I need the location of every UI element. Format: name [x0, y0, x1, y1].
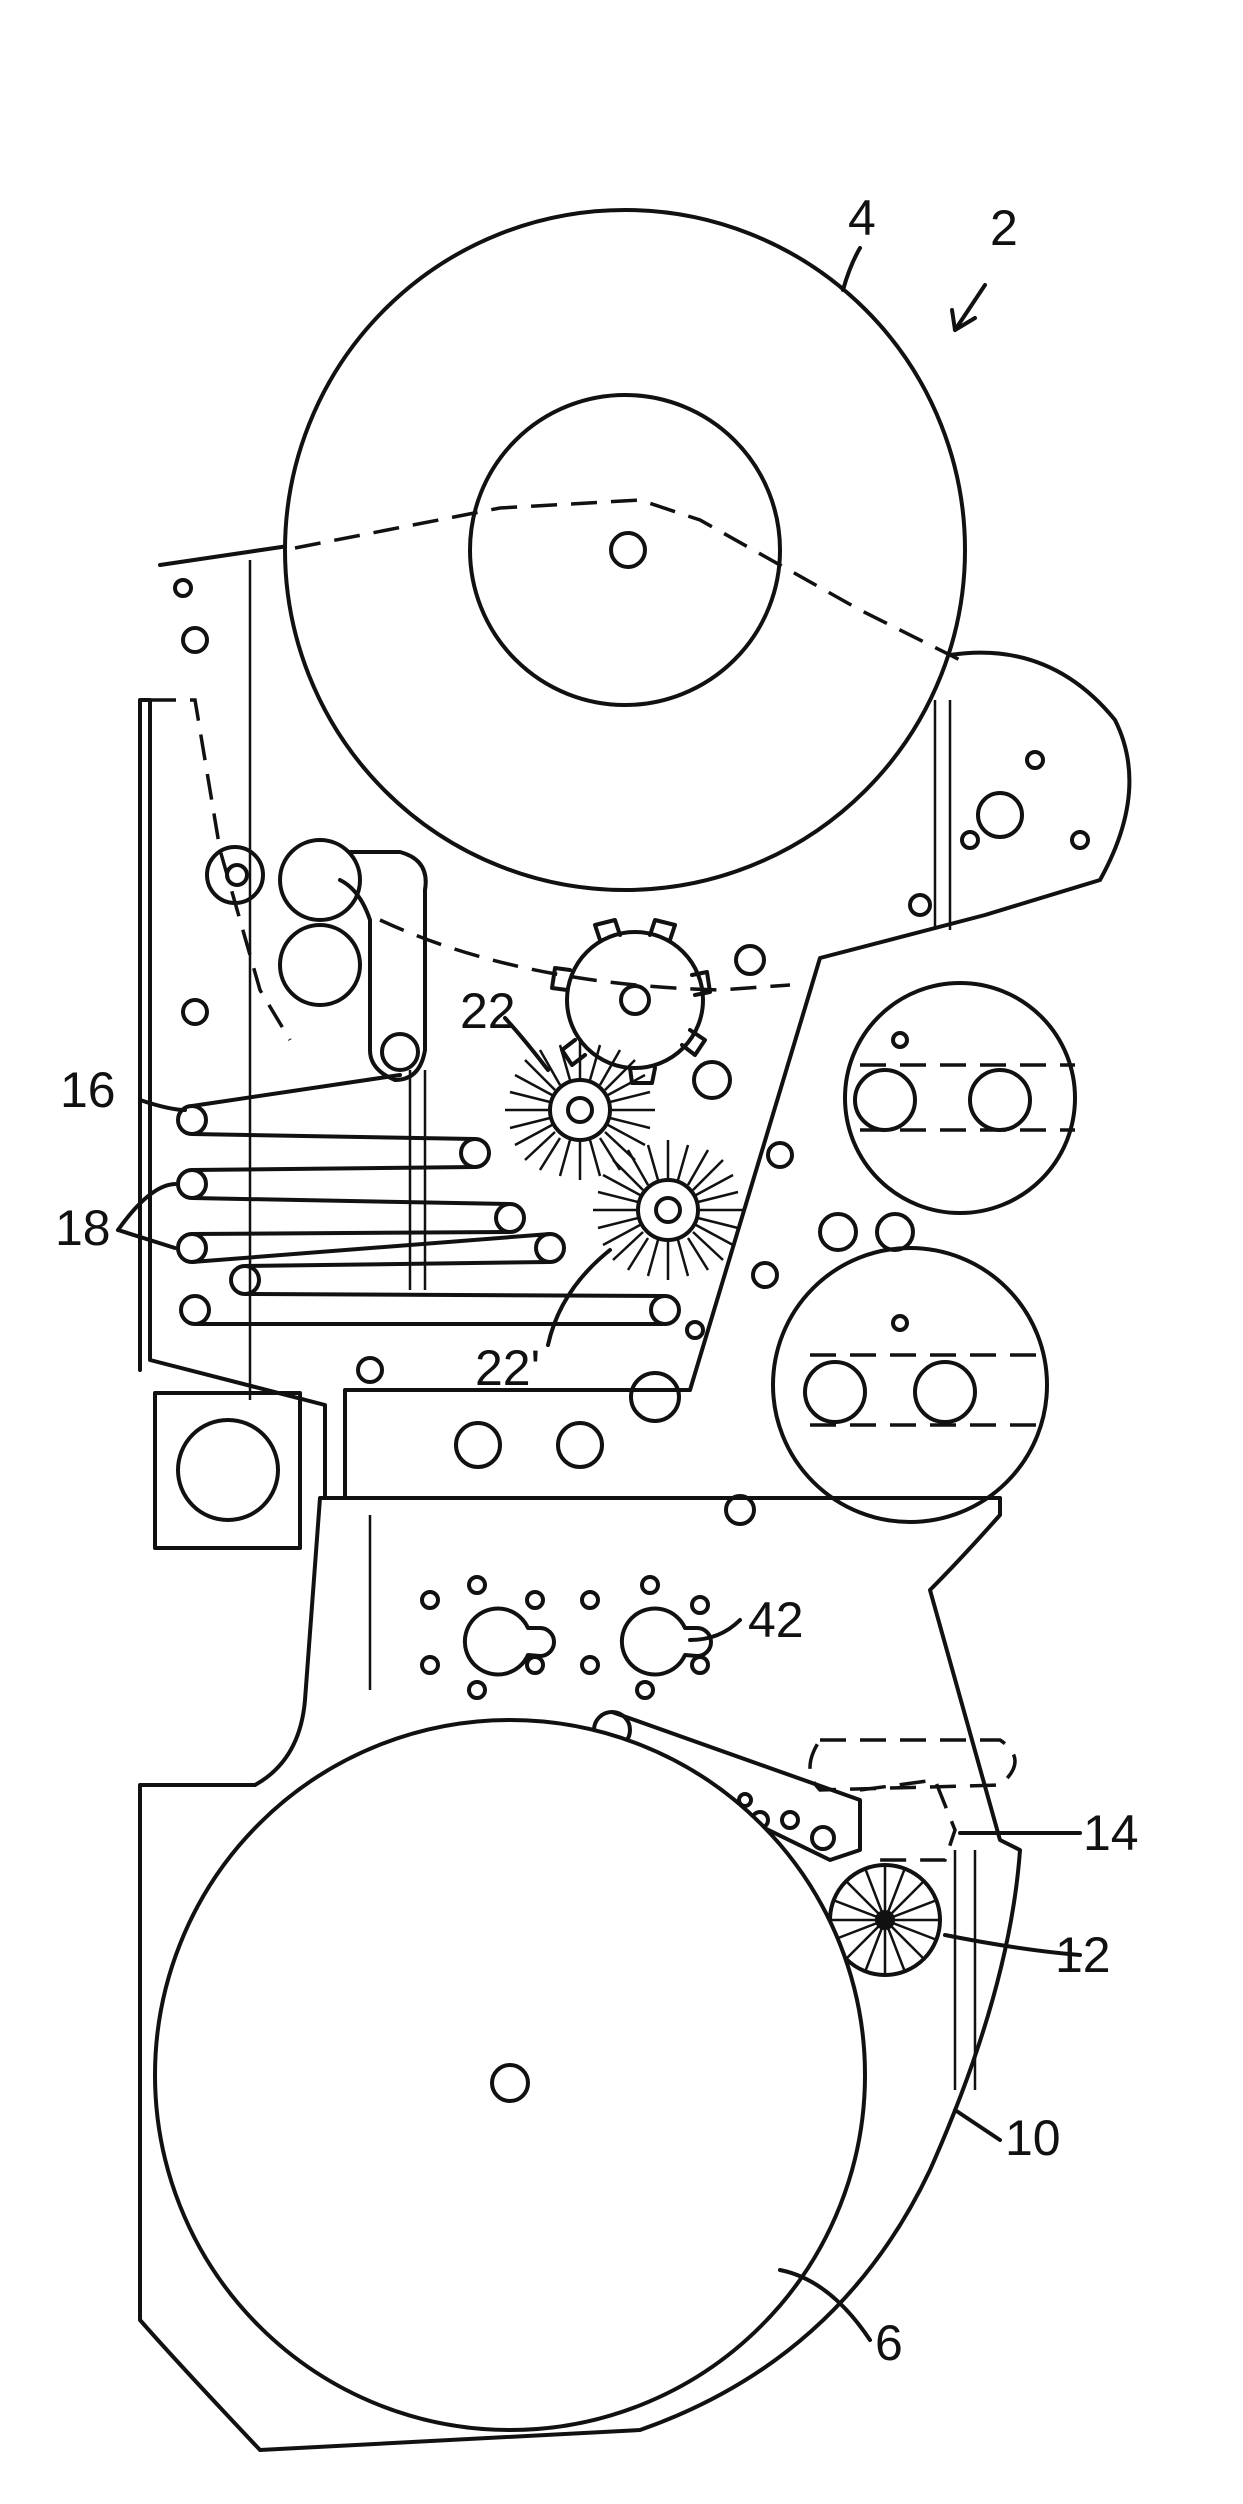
label-brush: 22	[460, 983, 516, 1039]
hole-pattern-right	[582, 1577, 711, 1698]
drive-hole	[970, 1070, 1030, 1130]
idler	[820, 1214, 856, 1250]
guide-outline-dashed	[860, 1780, 955, 1860]
upper-reel	[285, 210, 965, 890]
drive-wheel-upper	[845, 983, 1075, 1213]
idler	[877, 1214, 913, 1250]
drive-link-dashed	[860, 1065, 1075, 1130]
roller-axle	[227, 865, 247, 885]
gear-wheel	[552, 920, 710, 1083]
drive-hole	[805, 1362, 865, 1422]
hole-pattern-left	[422, 1577, 554, 1698]
drive-wheel-lower	[773, 1248, 1047, 1522]
label-holes: 42	[748, 1592, 804, 1648]
guide-roller	[207, 847, 263, 903]
motor-circle	[178, 1420, 278, 1520]
arm-pivot	[382, 1034, 418, 1070]
label-apparatus: 2	[990, 200, 1018, 256]
label-rollers: 18	[55, 1200, 111, 1256]
label-brush-prime: 22'	[475, 1340, 540, 1396]
label-plate: 16	[60, 1062, 116, 1118]
drive-hole	[915, 1362, 975, 1422]
nip-roller	[280, 925, 360, 1005]
label-lower-reel: 6	[875, 2315, 903, 2371]
brush-22-prime	[593, 1140, 743, 1280]
label-guide: 14	[1083, 1805, 1139, 1861]
festoon-rollers	[178, 1075, 679, 1324]
label-housing: 10	[1005, 2110, 1061, 2166]
label-brush-roller: 12	[1055, 1927, 1111, 1983]
pin	[893, 1316, 907, 1330]
pin	[893, 1033, 907, 1047]
label-upper-reel: 4	[848, 190, 876, 246]
lower-reel	[155, 1720, 865, 2430]
web-path-dashed	[150, 700, 290, 1040]
drive-hole	[855, 1070, 915, 1130]
